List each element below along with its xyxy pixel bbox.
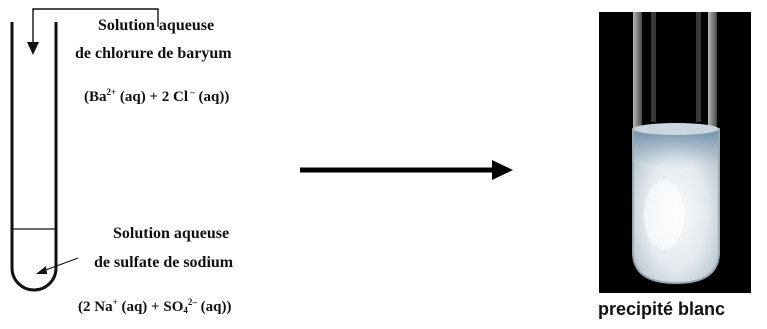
top-solution-formula: (Ba2+ (aq) + 2 Cl – (aq)) — [84, 87, 230, 105]
reaction-arrow — [300, 160, 513, 180]
precipitate-photo — [599, 12, 751, 293]
test-tube-outline — [10, 22, 58, 292]
result-caption: precipité blanc — [598, 299, 726, 319]
bottom-solution-line1: Solution aqueuse — [113, 225, 230, 242]
top-solution-line2: de chlorure de baryum — [75, 45, 232, 62]
top-solution-line1: Solution aqueuse — [98, 17, 215, 34]
test-tube — [10, 22, 58, 292]
bottom-solution-line2: de sulfate de sodium — [94, 254, 234, 271]
liquid-pointer-arrow — [36, 257, 79, 274]
pour-arrow — [27, 8, 159, 55]
bottom-solution-formula: (2 Na+ (aq) + SO42– (aq)) — [78, 297, 232, 315]
